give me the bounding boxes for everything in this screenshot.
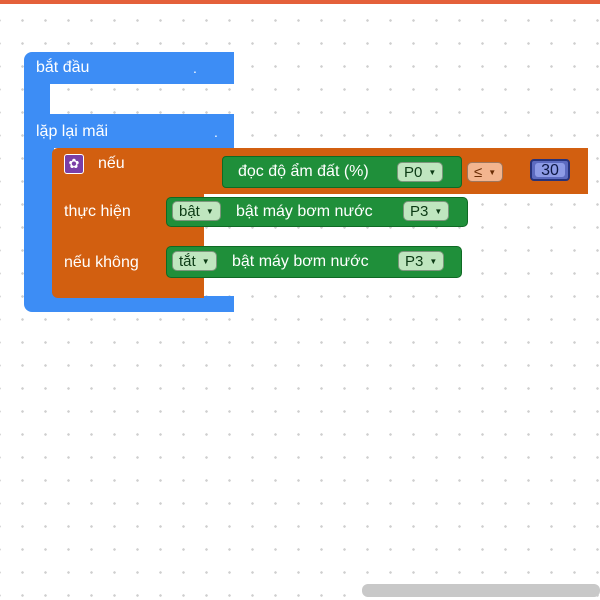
chevron-down-icon: ▼ xyxy=(488,168,497,178)
forever-block-label: lặp lại mãi xyxy=(36,123,109,140)
forever-block-arm xyxy=(24,148,54,298)
else-state-dropdown[interactable]: tắt ▼ xyxy=(172,251,217,271)
then-pin-dropdown[interactable]: P3 ▼ xyxy=(403,201,450,221)
chevron-down-icon: ▼ xyxy=(205,207,214,217)
operator-dropdown[interactable]: ≤▼ xyxy=(467,162,504,182)
then-pump-label: bật máy bơm nước xyxy=(236,203,373,220)
chevron-down-icon: ▼ xyxy=(428,168,437,178)
forever-block[interactable] xyxy=(24,114,234,148)
sensor-pin-value: P0 xyxy=(404,164,423,181)
soil-moisture-label: đọc độ ẩm đất (%) xyxy=(238,163,369,180)
threshold-value[interactable]: 30 xyxy=(535,163,565,179)
start-block-arm xyxy=(24,84,50,114)
chevron-down-icon: ▼ xyxy=(434,207,443,217)
top-accent-bar xyxy=(0,0,600,4)
else-pump-label: bật máy bơm nước xyxy=(232,253,369,270)
threshold-number-block[interactable]: 30 xyxy=(530,159,570,181)
gear-icon[interactable]: ✿ xyxy=(64,154,84,174)
start-block[interactable] xyxy=(24,52,234,84)
forever-block-bottom xyxy=(24,296,234,312)
sensor-pin-dropdown[interactable]: P0 ▼ xyxy=(397,162,444,182)
then-state-dropdown[interactable]: bật ▼ xyxy=(172,201,221,221)
else-pin-value: P3 xyxy=(405,253,424,270)
operator-value: ≤ xyxy=(474,164,483,181)
chevron-down-icon: ▼ xyxy=(201,257,210,267)
horizontal-scrollbar[interactable] xyxy=(362,584,600,597)
else-label: nếu không xyxy=(64,254,139,271)
start-block-label: bắt đầu xyxy=(36,59,90,76)
start-block-dot: . xyxy=(193,60,197,76)
then-label: thực hiện xyxy=(64,203,131,220)
then-pin-value: P3 xyxy=(410,203,429,220)
else-state-value: tắt xyxy=(179,253,196,270)
forever-block-dot: . xyxy=(214,124,218,140)
then-state-value: bật xyxy=(179,203,200,220)
if-label: nếu xyxy=(98,155,125,172)
else-pin-dropdown[interactable]: P3 ▼ xyxy=(398,251,445,271)
chevron-down-icon: ▼ xyxy=(429,257,438,267)
